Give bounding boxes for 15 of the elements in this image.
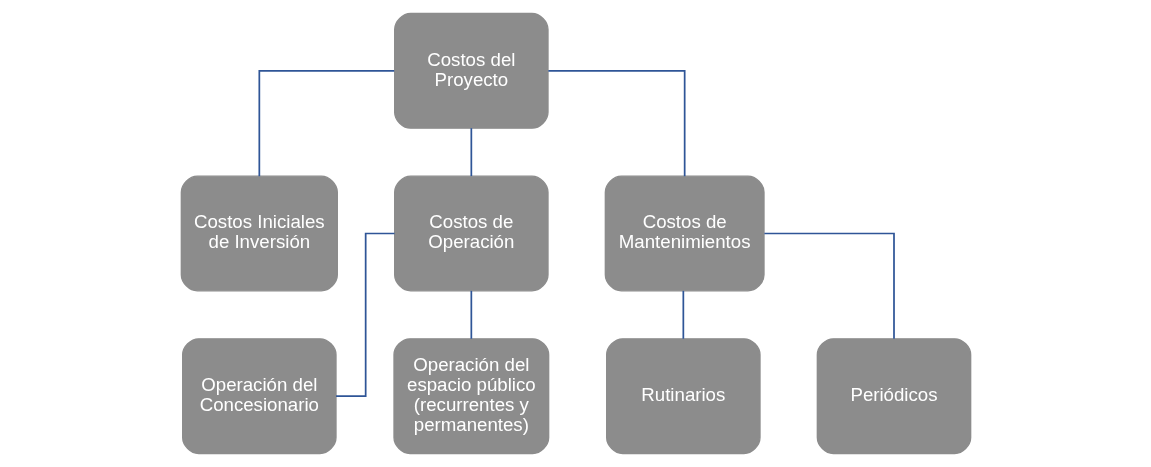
node-box: Operación del Concesionario: [181, 338, 337, 455]
node-box: Costos de Operación: [393, 175, 549, 292]
node-box: Costos del Proyecto: [393, 12, 549, 129]
node-box: Periódicos: [816, 338, 971, 455]
connector: [547, 69, 686, 177]
connector: [334, 232, 395, 398]
node-box: Costos Iniciales de Inversión: [180, 175, 338, 292]
connector: [469, 127, 472, 177]
node-box: Costos de Mantenimientos: [604, 175, 765, 292]
connector: [681, 290, 684, 340]
connector: [257, 69, 395, 177]
connector: [763, 232, 895, 340]
node-box: Rutinarios: [605, 338, 761, 455]
connector: [469, 290, 472, 340]
node-box: Operación del espacio público (recurrentes y permanentes): [392, 338, 549, 455]
